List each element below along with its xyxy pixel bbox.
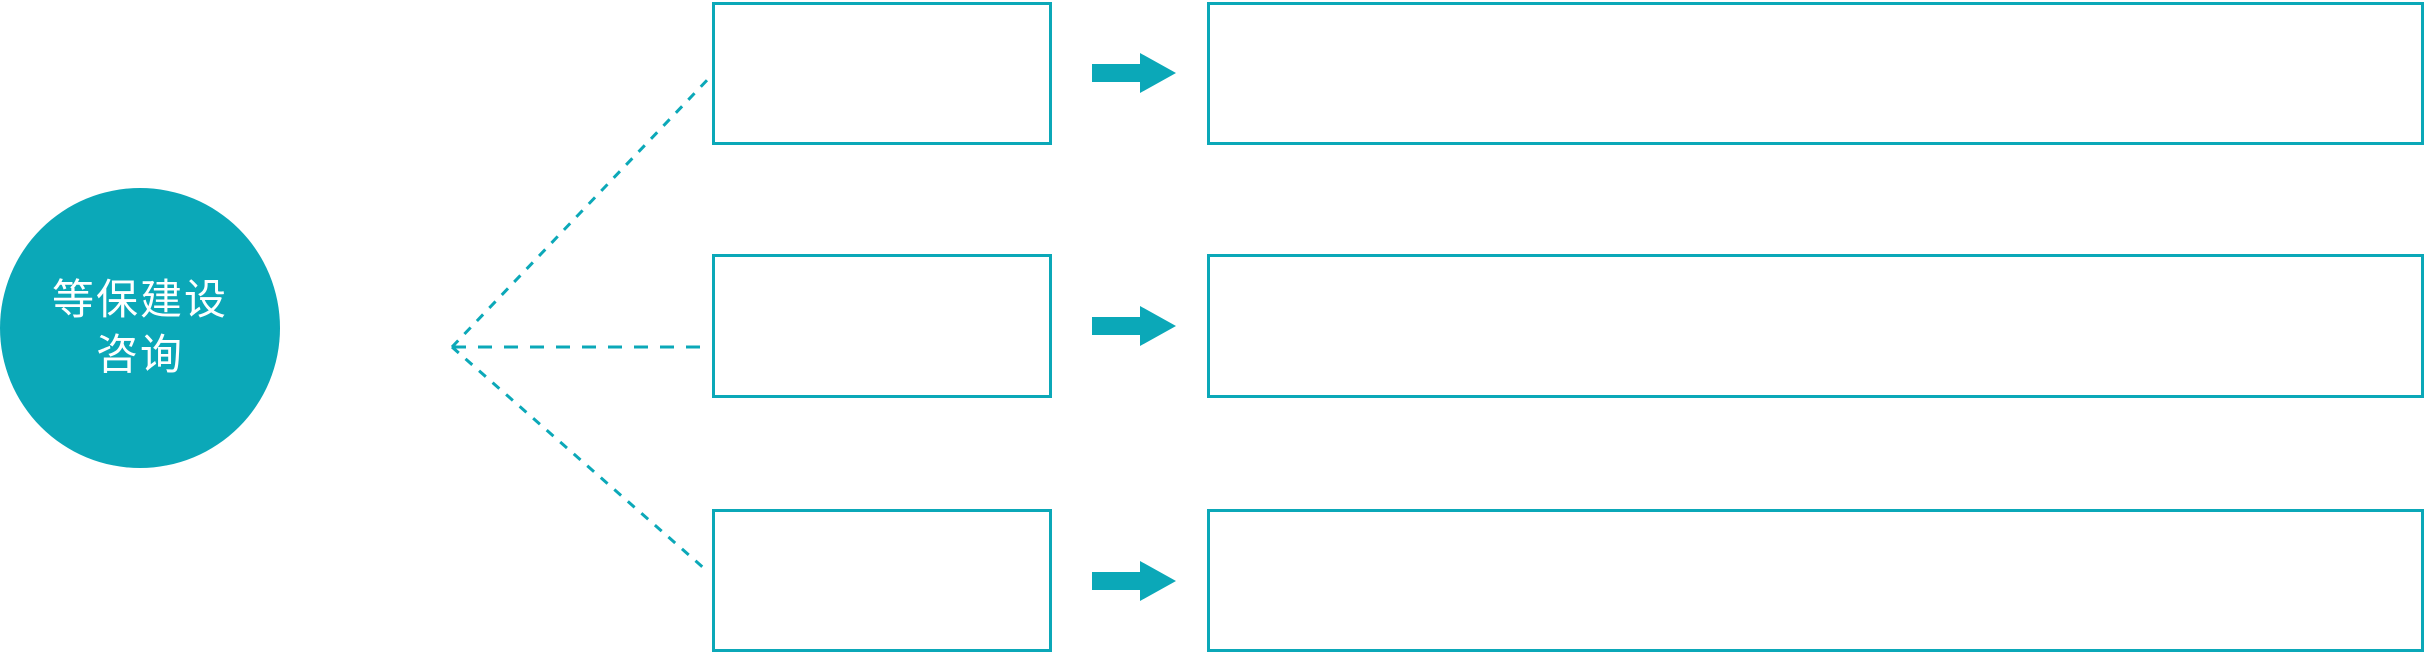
flow-arrow-1	[1092, 53, 1176, 93]
detail-box-1[interactable]	[1207, 2, 2424, 145]
category-box-1[interactable]	[712, 2, 1052, 145]
detail-box-3[interactable]	[1207, 509, 2424, 652]
flow-arrow-3	[1092, 561, 1176, 601]
hub-label-line-2: 咨询	[95, 331, 184, 378]
category-box-3[interactable]	[712, 509, 1052, 652]
hub-label-line-1: 等保建设	[51, 276, 228, 324]
category-box-2[interactable]	[712, 254, 1052, 398]
right-arrow-icon	[1092, 53, 1176, 93]
connector-branch-1	[450, 73, 714, 349]
connector-branch-3	[451, 345, 707, 572]
right-arrow-icon	[1092, 306, 1176, 346]
detail-box-2[interactable]	[1207, 254, 2424, 398]
right-arrow-icon	[1092, 561, 1176, 601]
flow-arrow-2	[1092, 306, 1176, 346]
hub-circle[interactable]: 等保建设 咨询	[0, 188, 280, 468]
